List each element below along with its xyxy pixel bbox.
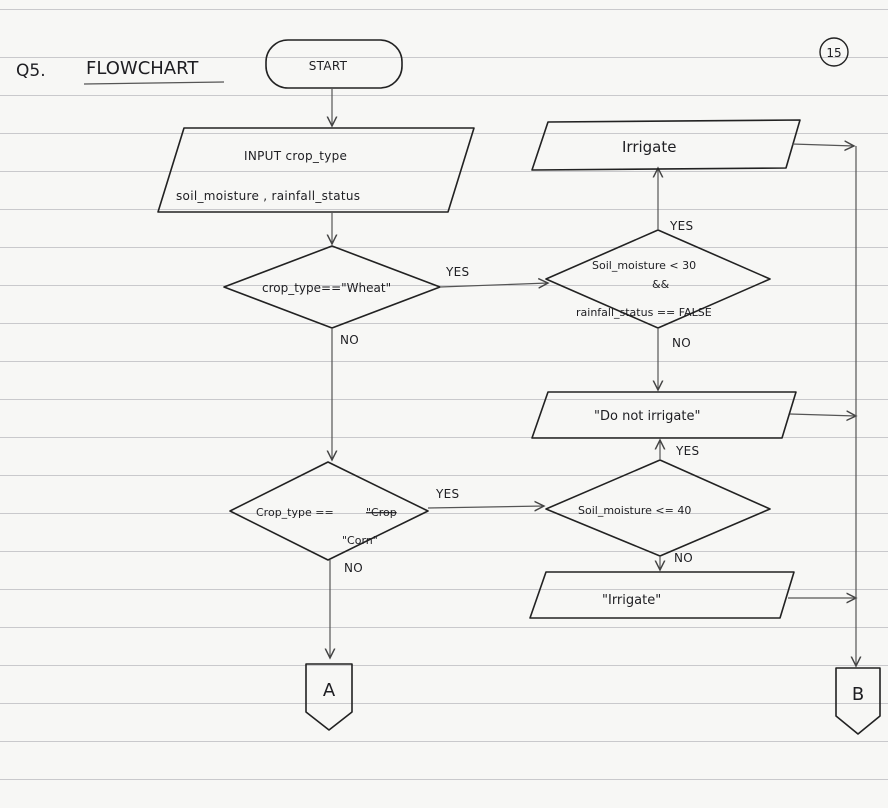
- title-underline: [83, 81, 225, 85]
- edge-wheat-yes-label: YES: [445, 265, 469, 279]
- decision-corn-label-b: "Crop: [366, 506, 397, 519]
- edge-corn-no-label: NO: [344, 561, 363, 575]
- output-irrigate-bottom-label: "Irrigate": [602, 593, 661, 608]
- decision-corn-diamond: [229, 461, 429, 561]
- question-number: Q5.: [16, 61, 46, 81]
- edge-corn-yes-label: YES: [435, 487, 459, 501]
- edge-corn-yes: [427, 506, 544, 508]
- edge-wheat-no-label: NO: [340, 333, 359, 347]
- decision-corn-label-c: "Corn": [342, 534, 378, 547]
- output-do-not-irrigate: [531, 391, 797, 439]
- decision-corn-label-a: Crop_type ==: [256, 506, 334, 519]
- decision-soil30-label-c: rainfall_status == FALSE: [576, 306, 712, 319]
- decision-soil30-label-b: &&: [652, 278, 670, 291]
- edge-do-not-to-bus: [789, 414, 856, 416]
- connector-b-label: B: [852, 684, 864, 705]
- edge-soil40-no-label: NO: [674, 551, 693, 565]
- input-label-line2: soil_moisture , rainfall_status: [176, 189, 360, 203]
- output-irrigate-bottom: [529, 571, 795, 619]
- page-number-badge: 15: [819, 37, 849, 67]
- decision-soil40-label: Soil_moisture <= 40: [578, 504, 691, 517]
- output-irrigate-top-label: Irrigate: [622, 138, 677, 156]
- output-irrigate-top: [531, 119, 801, 171]
- connector-a-label: A: [323, 680, 336, 701]
- edge-wheat-yes: [439, 283, 548, 287]
- input-parallelogram: [157, 127, 475, 213]
- decision-soil30-label-a: Soil_moisture < 30: [592, 259, 696, 272]
- connector-b: [835, 667, 881, 735]
- output-do-not-irrigate-label: "Do not irrigate": [594, 409, 700, 424]
- edge-soil40-yes-label: YES: [675, 444, 699, 458]
- page-title: FLOWCHART: [86, 58, 199, 79]
- decision-wheat-label: crop_type=="Wheat": [262, 281, 391, 295]
- edge-soil30-yes-label: YES: [669, 219, 693, 233]
- start-terminator: [265, 39, 403, 89]
- page-number: 15: [826, 46, 841, 60]
- connector-a: [305, 663, 353, 731]
- input-label-line1: INPUT crop_type: [244, 149, 347, 163]
- edge-soil30-no-label: NO: [672, 336, 691, 350]
- edge-irrigate-top-to-bus: [791, 144, 854, 146]
- start-label: START: [309, 59, 348, 73]
